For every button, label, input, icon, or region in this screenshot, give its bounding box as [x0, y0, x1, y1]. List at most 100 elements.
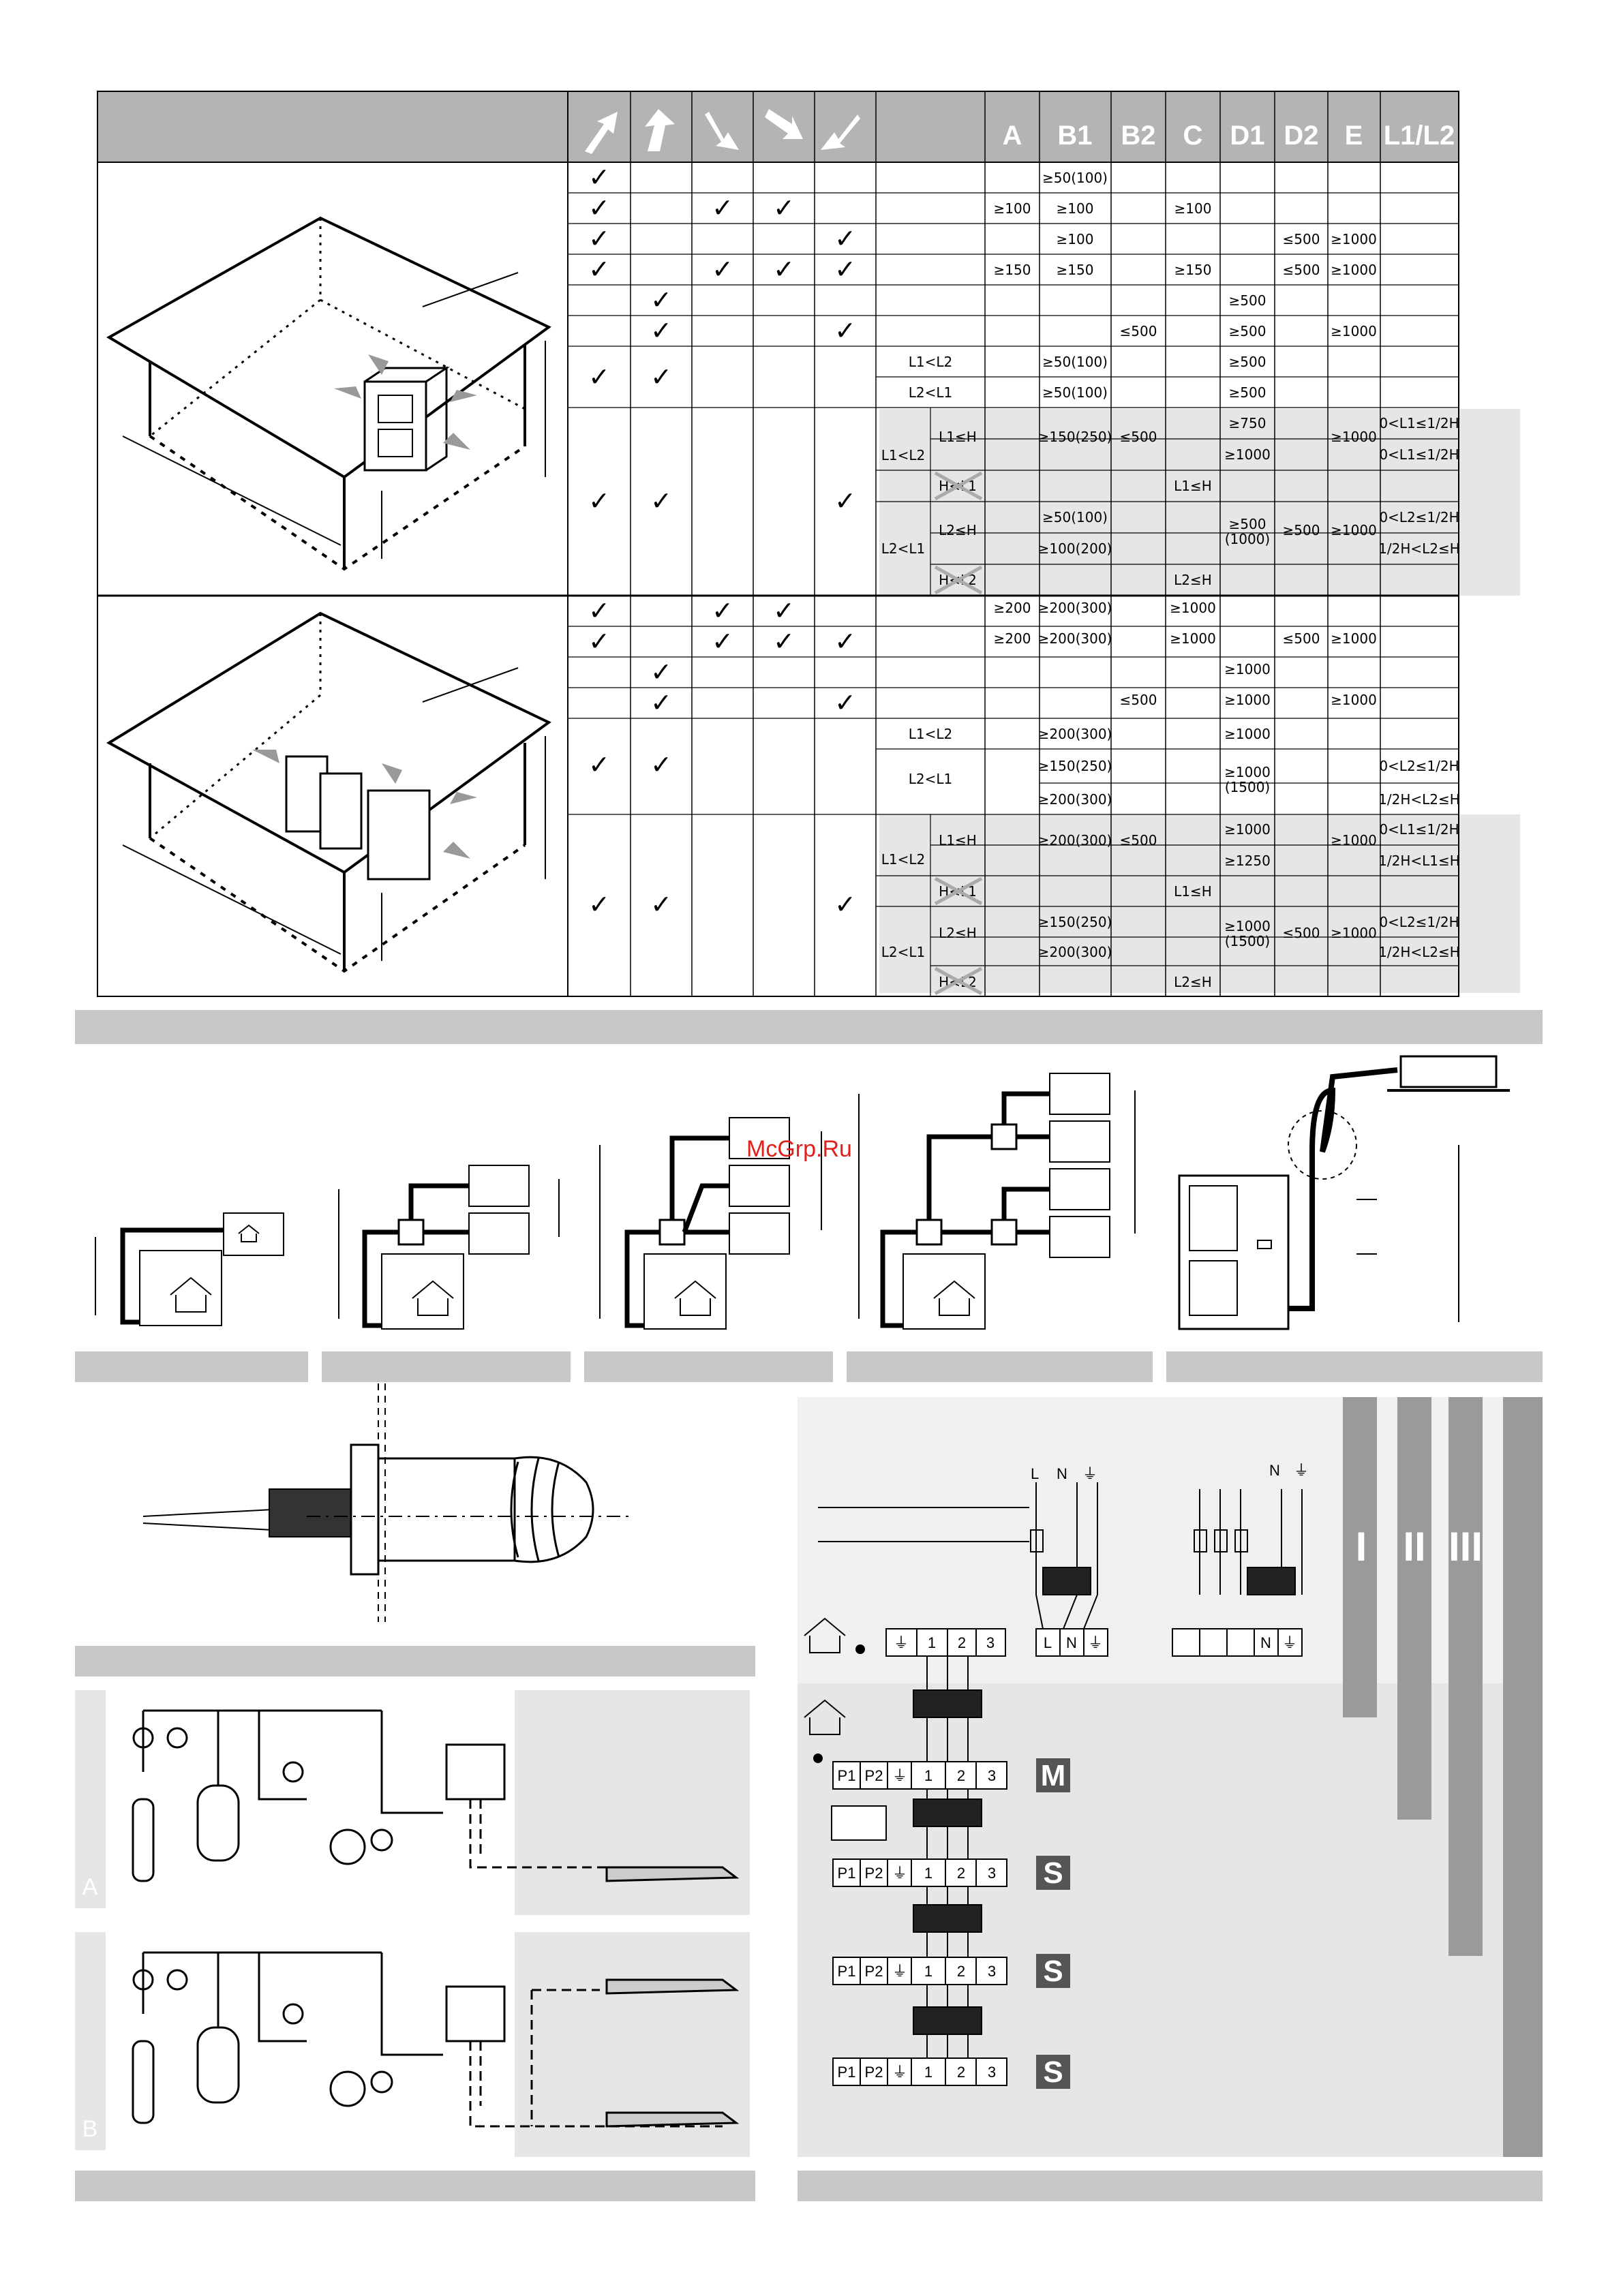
header-l1l2: L1/L2: [1384, 121, 1455, 151]
svg-text:✓: ✓: [834, 254, 856, 284]
svg-text:L1≤H: L1≤H: [939, 832, 977, 848]
svg-text:≥1000: ≥1000: [1224, 918, 1271, 934]
svg-text:1: 1: [924, 1767, 932, 1784]
svg-text:2: 2: [958, 1634, 966, 1651]
clearance-table: [97, 91, 1459, 997]
svg-text:P2: P2: [865, 1767, 883, 1784]
svg-text:0<L1≤1/2H: 0<L1≤1/2H: [1379, 446, 1459, 463]
unit-badge-labels: M S S S: [1041, 1759, 1066, 2089]
svg-text:1/2H<L2≤H: 1/2H<L2≤H: [1378, 944, 1460, 960]
svg-text:(1000): (1000): [1225, 531, 1271, 547]
svg-text:✓: ✓: [650, 486, 672, 516]
svg-text:L2≤H: L2≤H: [939, 925, 977, 941]
header-d2: D2: [1284, 121, 1318, 151]
svg-text:✓: ✓: [650, 889, 672, 919]
svg-text:✓: ✓: [834, 688, 856, 718]
svg-text:≤500: ≤500: [1120, 323, 1157, 339]
svg-text:3: 3: [986, 1634, 995, 1651]
outdoor-terminal-block: [885, 1628, 1303, 1657]
svg-text:L2≤H: L2≤H: [939, 522, 977, 538]
svg-text:L1<L2: L1<L2: [881, 447, 926, 463]
svg-text:L2≤H: L2≤H: [1174, 572, 1212, 588]
svg-text:≥50(100): ≥50(100): [1042, 354, 1108, 370]
svg-text:≥200(300): ≥200(300): [1038, 726, 1112, 742]
arrow-icon-left: [645, 109, 675, 151]
svg-text:S: S: [1043, 1955, 1063, 1988]
svg-text:≥50(100): ≥50(100): [1042, 170, 1108, 186]
svg-text:1/2H<L2≤H: 1/2H<L2≤H: [1378, 540, 1460, 557]
svg-text:II: II: [1403, 1524, 1425, 1570]
airflow-arrows-sketch-1: [334, 354, 477, 450]
svg-text:✓: ✓: [773, 626, 795, 656]
svg-text:≥1000: ≥1000: [1224, 726, 1271, 742]
svg-text:L2<L1: L2<L1: [881, 944, 926, 960]
svg-text:≥200(300): ≥200(300): [1038, 832, 1112, 848]
caption-bar-3: [584, 1351, 833, 1382]
outdoor-house-icon: [804, 1617, 865, 1654]
svg-text:✓: ✓: [650, 362, 672, 392]
header-d1: D1: [1230, 121, 1264, 151]
svg-text:✓: ✓: [588, 750, 610, 780]
indoor-terminal-blocks: [832, 1761, 1007, 2086]
svg-text:N: N: [1269, 1462, 1280, 1479]
label-strip-a: [75, 1690, 106, 1908]
svg-text:≥1000: ≥1000: [1331, 231, 1377, 247]
phase-labels: I II III: [1356, 1524, 1483, 1570]
svg-text:≥500: ≥500: [1229, 323, 1266, 339]
svg-text:✓: ✓: [773, 193, 795, 223]
svg-text:1: 1: [924, 2064, 932, 2081]
svg-text:≥1000: ≥1000: [1331, 630, 1377, 647]
svg-text:3: 3: [988, 1963, 996, 1980]
svg-text:≥1000: ≥1000: [1224, 764, 1271, 780]
svg-text:0<L2≤1/2H: 0<L2≤1/2H: [1379, 509, 1459, 525]
airflow-arrows-sketch-2: [252, 750, 477, 859]
svg-text:✓: ✓: [834, 316, 856, 346]
installation-sketch-1: [106, 216, 551, 571]
outdoor-unit-drawing: [1178, 1055, 1510, 1330]
caption-bar-2: [322, 1351, 571, 1382]
svg-text:P1: P1: [838, 1767, 856, 1784]
svg-text:≤500: ≤500: [1120, 832, 1157, 848]
svg-text:≥100: ≥100: [1057, 231, 1094, 247]
not-allowed-x-icons-2: [934, 876, 983, 996]
phase-bar-4: [1503, 1397, 1543, 2157]
label-b: B: [82, 2116, 98, 2142]
svg-text:≥1000: ≥1000: [1224, 446, 1271, 463]
svg-text:⏚: ⏚: [1282, 1634, 1297, 1651]
watermark: McGrp.Ru: [746, 1136, 852, 1162]
phase-bar-3: [1448, 1397, 1483, 1956]
house-icons: [170, 1224, 975, 1316]
svg-text:✓: ✓: [834, 626, 856, 656]
svg-text:≥150: ≥150: [1174, 262, 1212, 278]
svg-text:✓: ✓: [834, 486, 856, 516]
pipe-insulation-drawing: [142, 1383, 634, 1622]
svg-text:L2<L1: L2<L1: [909, 771, 953, 787]
svg-text:✓: ✓: [834, 224, 856, 254]
svg-text:≥500: ≥500: [1283, 522, 1320, 538]
svg-text:≥1000: ≥1000: [1331, 323, 1377, 339]
grey-side-panel-2: [879, 814, 1520, 993]
not-allowed-x-icons-1: [934, 471, 983, 595]
caption-bar-4: [847, 1351, 1153, 1382]
svg-text:✓: ✓: [588, 224, 610, 254]
svg-text:1/2H<L1≤H: 1/2H<L1≤H: [1378, 853, 1460, 869]
svg-text:⏚: ⏚: [892, 2064, 907, 2081]
svg-text:≤500: ≤500: [1283, 630, 1320, 647]
supply-wiring-1phase: [818, 1482, 1098, 1629]
svg-text:✓: ✓: [588, 626, 610, 656]
svg-text:≥100: ≥100: [994, 200, 1031, 217]
svg-text:≤500: ≤500: [1283, 925, 1320, 941]
svg-text:✓: ✓: [650, 657, 672, 687]
header-b1: B1: [1057, 121, 1092, 151]
svg-text:≥500: ≥500: [1229, 292, 1266, 309]
svg-text:⏚: ⏚: [1294, 1462, 1309, 1479]
svg-text:≤500: ≤500: [1283, 262, 1320, 278]
caption-bar-wiring: [798, 2171, 1543, 2201]
svg-text:N: N: [1057, 1465, 1067, 1482]
svg-text:≥1000: ≥1000: [1331, 925, 1377, 941]
svg-text:≤500: ≤500: [1120, 692, 1157, 708]
svg-text:≥200(300): ≥200(300): [1038, 630, 1112, 647]
svg-text:1: 1: [924, 1963, 932, 1980]
svg-text:≥200: ≥200: [994, 600, 1031, 616]
